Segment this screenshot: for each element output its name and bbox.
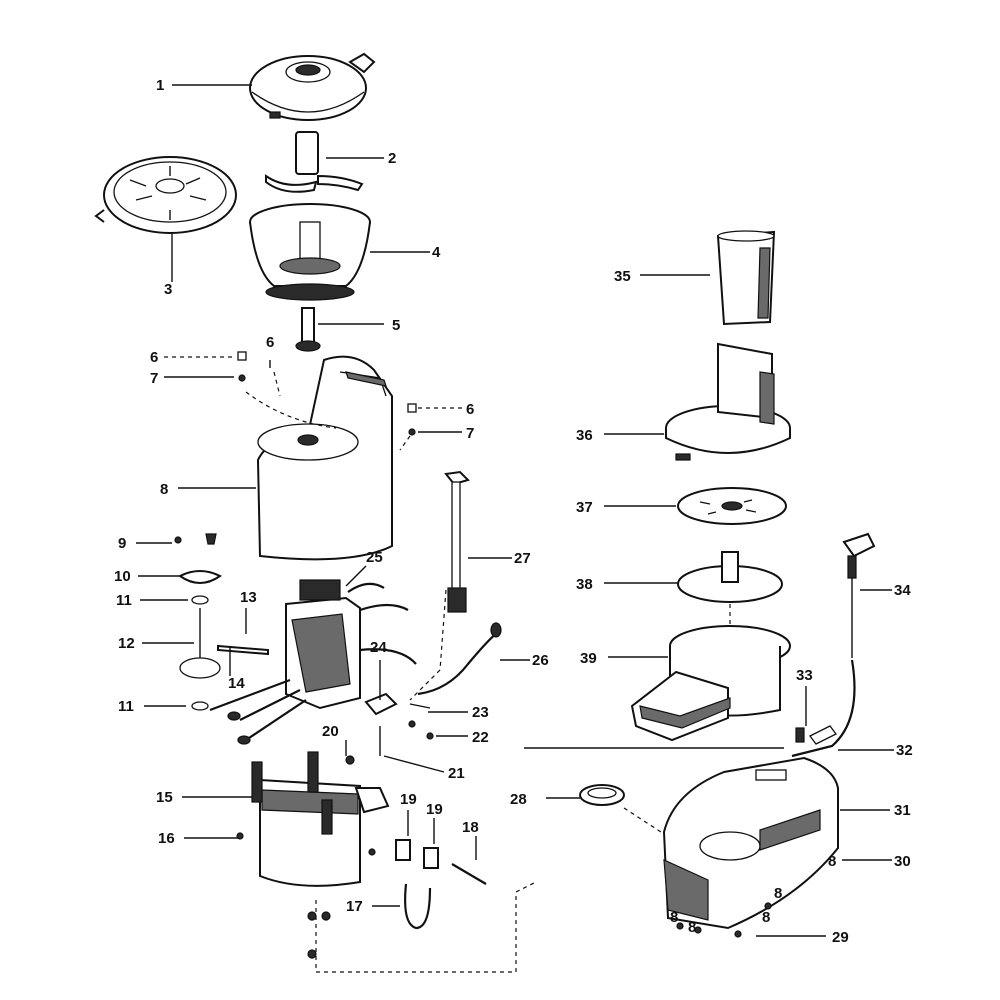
- callout-13: 13: [240, 589, 257, 606]
- part-27-switch-rod: [444, 470, 470, 613]
- callout-22: 22: [472, 729, 489, 746]
- callout-20: 20: [322, 723, 339, 740]
- callout-6b: 6: [266, 334, 274, 351]
- part-5-shaft: [295, 307, 321, 352]
- callout-38: 38: [576, 576, 593, 593]
- parts-32-33: [795, 725, 837, 745]
- guide-line-27: [409, 589, 447, 701]
- callout-30: 30: [894, 853, 911, 870]
- callout-6c: 6: [466, 401, 474, 418]
- callout-27: 27: [514, 550, 531, 567]
- leader-lines: [136, 84, 894, 937]
- callout-9: 9: [118, 535, 126, 552]
- callout-16: 16: [158, 830, 175, 847]
- callout-3: 3: [164, 281, 172, 298]
- callout-17: 17: [346, 898, 363, 915]
- part-28-ring: [579, 784, 625, 806]
- parts-17-18-19: [307, 839, 487, 959]
- motor-assembly: [174, 533, 434, 765]
- callout-14: 14: [228, 675, 245, 692]
- callout-33: 33: [796, 667, 813, 684]
- part-37-disc: [677, 487, 787, 525]
- callout-8: 8: [160, 481, 168, 498]
- part-26-wire: [417, 622, 502, 696]
- callout-8e: 8: [670, 909, 678, 926]
- callout-15: 15: [156, 789, 173, 806]
- callout-labels: 1 2 3 4 5 6 6 6 7 7 8 8 8 8 8 8 9 10 11 …: [114, 77, 913, 946]
- callout-21: 21: [448, 765, 465, 782]
- callout-39: 39: [580, 650, 597, 667]
- callout-7a: 7: [150, 370, 158, 387]
- callout-1: 1: [156, 77, 164, 94]
- callout-32: 32: [896, 742, 913, 759]
- callout-8b: 8: [828, 853, 836, 870]
- callout-28: 28: [510, 791, 527, 808]
- callout-36: 36: [576, 427, 593, 444]
- part-1-lid: [249, 52, 376, 121]
- guide-line-28: [623, 807, 665, 835]
- callout-35: 35: [614, 268, 631, 285]
- callout-8f: 8: [688, 919, 696, 936]
- part-2-blade: [265, 131, 364, 193]
- part-39-bowl: [630, 625, 791, 742]
- callout-24: 24: [370, 639, 387, 656]
- part-31-base-tray: [662, 756, 839, 938]
- callout-37: 37: [576, 499, 593, 516]
- callout-12: 12: [118, 635, 135, 652]
- callout-7b: 7: [466, 425, 474, 442]
- part-4-bowl: [249, 203, 371, 301]
- callout-2: 2: [388, 150, 396, 167]
- guide-line-bottom: [315, 881, 537, 973]
- callout-6a: 6: [150, 349, 158, 366]
- callout-8c: 8: [774, 885, 782, 902]
- callout-11a: 11: [116, 592, 132, 609]
- part-34-power-cord: [791, 532, 876, 758]
- part-3-disc-cover: [94, 156, 237, 234]
- callout-34: 34: [894, 582, 911, 599]
- part-36-cover: [665, 342, 791, 461]
- callout-19b: 19: [426, 801, 443, 818]
- callout-4: 4: [432, 244, 441, 261]
- callout-5: 5: [392, 317, 400, 334]
- part-8-housing: [256, 355, 393, 561]
- callout-10: 10: [114, 568, 131, 585]
- callout-31: 31: [894, 802, 911, 819]
- callout-8d: 8: [762, 909, 770, 926]
- part-35-pusher: [716, 230, 776, 326]
- callout-18: 18: [462, 819, 479, 836]
- callout-11b: 11: [118, 698, 134, 715]
- fasteners-6-7: [237, 351, 417, 451]
- part-38-plate: [677, 551, 783, 603]
- callout-25: 25: [366, 549, 383, 566]
- callout-23: 23: [472, 704, 489, 721]
- callout-19a: 19: [400, 791, 417, 808]
- callout-26: 26: [532, 652, 549, 669]
- callout-29: 29: [832, 929, 849, 946]
- part-15-base: [236, 751, 390, 887]
